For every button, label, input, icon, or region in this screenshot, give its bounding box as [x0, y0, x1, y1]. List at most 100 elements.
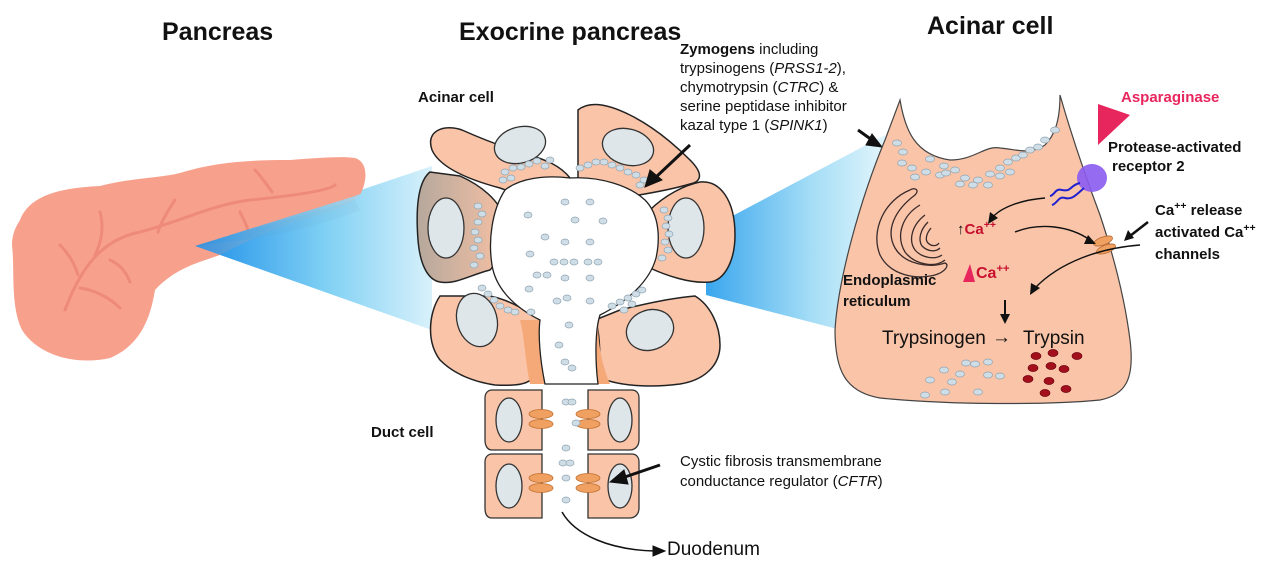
zymogen-granule — [475, 252, 485, 260]
zymogen-granule — [661, 222, 671, 230]
zymogen-granule — [473, 202, 483, 210]
zymogen-granule — [607, 302, 617, 310]
trypsin-granule — [1039, 389, 1051, 397]
zymogens-line1: including — [755, 41, 819, 58]
zymogen-granule — [1040, 136, 1050, 144]
zymogen-granule — [506, 174, 516, 182]
zymogen-granule — [939, 366, 949, 374]
zymogen-granule — [961, 359, 971, 367]
label-er: Endoplasmic reticulum — [843, 270, 936, 312]
zymogen-granule — [575, 164, 585, 172]
acinar-cell-large — [834, 94, 1132, 405]
gene-prss: PRSS1-2 — [774, 60, 837, 77]
zymogen-granule — [542, 271, 552, 279]
zymogen-granule — [615, 298, 625, 306]
zymogen-granule — [970, 360, 980, 368]
acinus-nuclei — [427, 125, 705, 352]
zymogen-granule — [892, 139, 902, 147]
zymogen-granule — [560, 238, 570, 246]
zymogen-granule — [562, 294, 572, 302]
zymogen-granule — [615, 164, 625, 172]
zymogen-granule — [598, 217, 608, 225]
zymogen-granule — [1050, 126, 1060, 134]
er-line1: Endoplasmic — [843, 272, 937, 289]
ca-up-text: Ca — [964, 221, 984, 238]
zymogen-granule — [660, 238, 670, 246]
zymogen-granule — [950, 166, 960, 174]
zymogen-granule — [925, 155, 935, 163]
zymogen-granule — [552, 297, 562, 305]
zymogen-granule — [567, 398, 577, 406]
crac-line2-pre: activated Ca — [1155, 224, 1244, 241]
zymogen-granule — [583, 161, 593, 169]
zymogen-granule — [526, 308, 536, 316]
zymogen-granule — [599, 158, 609, 166]
zymogen-granule — [941, 169, 951, 177]
zymogen-granule — [631, 171, 641, 179]
zymogen-granule — [473, 218, 483, 226]
zymogen-granule — [560, 358, 570, 366]
zymogen-granule — [554, 341, 564, 349]
trypsin-granule — [1022, 375, 1034, 383]
zoom-beam-overlay — [195, 166, 432, 330]
zymogen-granule — [925, 376, 935, 384]
zymogen-granule — [955, 180, 965, 188]
zymogen-granule — [516, 163, 526, 171]
ca-increase-triangle-icon — [963, 264, 975, 282]
zymogen-granule — [940, 388, 950, 396]
label-ca-increase: Ca++ — [976, 262, 1010, 283]
zymogen-granule — [495, 302, 505, 310]
title-exocrine-pancreas: Exocrine pancreas — [459, 18, 682, 46]
gene-ctrc: CTRC — [777, 79, 820, 96]
zymogen-granule — [525, 250, 535, 258]
zymogen-granule — [623, 294, 633, 302]
zymogen-granule — [627, 300, 637, 308]
zymogen-granule — [489, 296, 499, 304]
zymogen-granule — [571, 419, 581, 427]
label-crac: Ca++ release activated Ca++ channels — [1155, 200, 1256, 266]
zymogen-granule — [561, 474, 571, 482]
zymogens-line5-pre: kazal type 1 ( — [680, 117, 770, 134]
label-acinar-cell: Acinar cell — [418, 89, 494, 106]
zymogen-granule — [585, 297, 595, 305]
acinus-lumen — [489, 176, 659, 385]
zymogen-granule — [498, 176, 508, 184]
asparaginase-icon — [1098, 104, 1130, 145]
zymogen-granule — [635, 181, 645, 189]
zymogen-granule — [968, 181, 978, 189]
zymogen-granule — [973, 176, 983, 184]
zymogen-granule — [663, 246, 673, 254]
zymogen-granule — [567, 364, 577, 372]
zymogen-granule — [983, 371, 993, 379]
zymogens-term: Zymogens — [680, 41, 756, 58]
zymogen-granule — [549, 258, 559, 266]
zymogen-granule — [477, 284, 487, 292]
zymogen-granule — [995, 172, 1005, 180]
zymogen-granule — [560, 198, 570, 206]
zymogen-granule — [637, 286, 647, 294]
zymogen-granule — [469, 261, 479, 269]
zymogen-granule — [469, 244, 479, 252]
duct-cells — [484, 389, 640, 519]
zymogen-granule — [921, 168, 931, 176]
trypsin-granule — [1027, 364, 1039, 372]
zymogen-granule — [477, 210, 487, 218]
zymogen-granule — [1005, 168, 1015, 176]
trypsin-granule — [1043, 377, 1055, 385]
par2-receptor-icon — [1049, 164, 1107, 206]
title-pancreas: Pancreas — [162, 18, 274, 46]
gene-spink1: SPINK1 — [769, 117, 823, 134]
zymogen-granule — [545, 156, 555, 164]
crac-line3: channels — [1155, 246, 1221, 263]
cftr-line2-pre: conductance regulator ( — [680, 473, 838, 490]
zymogen-granule — [983, 358, 993, 366]
label-trypsin: Trypsin — [1023, 328, 1085, 349]
trypsin-granule — [1071, 352, 1083, 360]
zymogen-granule — [585, 238, 595, 246]
zymogen-granule — [939, 162, 949, 170]
zymogen-granule — [510, 308, 520, 316]
ca-big-sup: ++ — [996, 262, 1010, 275]
zymogen-granule — [593, 258, 603, 266]
label-zymogens: Zymogens including trypsinogens (PRSS1-2… — [680, 40, 847, 135]
zymogens-line2-post: ), — [836, 60, 846, 77]
